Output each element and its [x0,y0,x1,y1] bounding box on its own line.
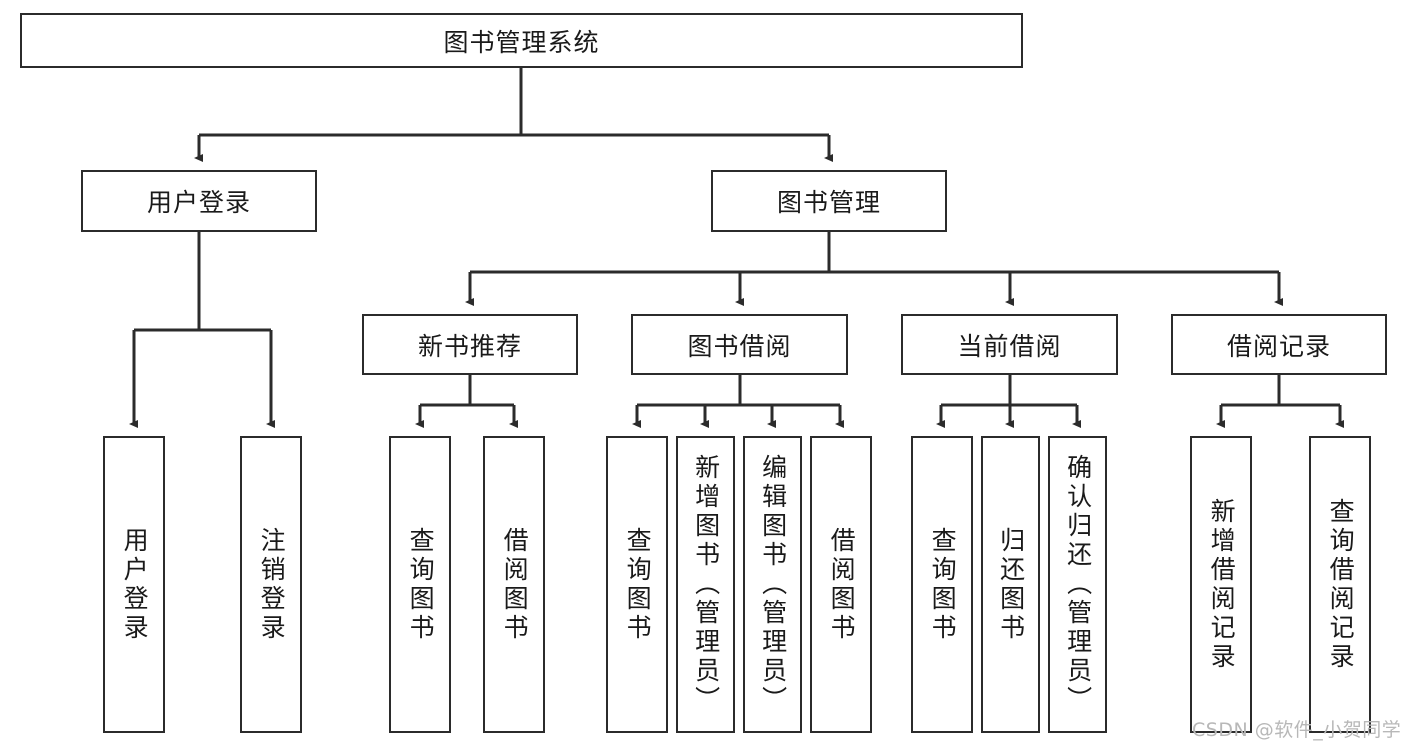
node-leaf-query-book-2-label: 查询图书 [623,526,653,643]
node-book-manage[interactable]: 图书管理 [711,170,947,232]
node-leaf-user-logout-label: 注销登录 [257,526,287,643]
node-root-label: 图书管理系统 [443,27,600,57]
node-root[interactable]: 图书管理系统 [20,13,1023,68]
node-leaf-edit-book-label: 编辑图书（管理员） [758,454,788,715]
node-leaf-user-login[interactable]: 用户登录 [103,436,165,733]
node-leaf-add-book[interactable]: 新增图书（管理员） [676,436,735,733]
node-leaf-confirm-return[interactable]: 确认归还（管理员） [1048,436,1107,733]
node-leaf-borrow-book-1-label: 借阅图书 [500,526,530,643]
node-leaf-add-book-label: 新增图书（管理员） [691,454,721,715]
node-leaf-edit-book[interactable]: 编辑图书（管理员） [743,436,802,733]
node-leaf-borrow-book-2[interactable]: 借阅图书 [810,436,872,733]
node-user-login[interactable]: 用户登录 [81,170,317,232]
node-current-borrow-label: 当前借阅 [957,331,1062,361]
node-leaf-return-book-label: 归还图书 [996,526,1026,643]
node-leaf-query-record-label: 查询借阅记录 [1326,497,1356,672]
node-leaf-query-record[interactable]: 查询借阅记录 [1309,436,1371,733]
node-current-borrow[interactable]: 当前借阅 [901,314,1118,375]
node-leaf-borrow-book-1[interactable]: 借阅图书 [483,436,545,733]
node-leaf-confirm-return-label: 确认归还（管理员） [1063,454,1093,715]
node-book-borrow-label: 图书借阅 [687,331,792,361]
node-new-book-recommend-label: 新书推荐 [417,331,522,361]
node-user-login-label: 用户登录 [146,188,251,217]
node-book-manage-label: 图书管理 [776,188,881,217]
node-leaf-user-logout[interactable]: 注销登录 [240,436,302,733]
node-leaf-add-record-label: 新增借阅记录 [1207,497,1237,672]
node-book-borrow[interactable]: 图书借阅 [631,314,848,375]
csdn-watermark: CSDN @软件_小贺同学 [1192,719,1402,741]
node-leaf-query-book-1[interactable]: 查询图书 [389,436,451,733]
node-leaf-borrow-book-2-label: 借阅图书 [827,526,857,643]
node-leaf-return-book[interactable]: 归还图书 [981,436,1040,733]
node-leaf-query-book-2[interactable]: 查询图书 [606,436,668,733]
node-new-book-recommend[interactable]: 新书推荐 [362,314,578,375]
node-leaf-query-book-3[interactable]: 查询图书 [911,436,973,733]
node-borrow-record[interactable]: 借阅记录 [1171,314,1387,375]
node-leaf-query-book-1-label: 查询图书 [406,526,436,643]
node-borrow-record-label: 借阅记录 [1226,331,1331,361]
node-leaf-query-book-3-label: 查询图书 [928,526,958,643]
node-leaf-add-record[interactable]: 新增借阅记录 [1190,436,1252,733]
node-leaf-user-login-label: 用户登录 [120,526,150,643]
